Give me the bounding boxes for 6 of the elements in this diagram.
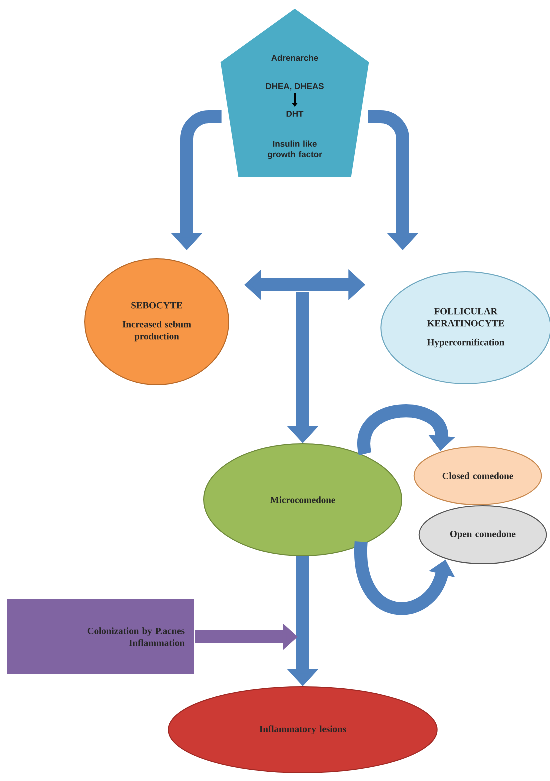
curved-arrow — [358, 404, 456, 455]
node-label: DHT — [286, 111, 304, 117]
colonization-box: Colonization by P.acnes Inflammation — [6, 598, 196, 676]
node-label: Insulin like growth factor — [268, 140, 322, 160]
node-label: Adrenarche — [272, 54, 318, 62]
node-label: DHEA, DHEAS — [266, 83, 324, 91]
